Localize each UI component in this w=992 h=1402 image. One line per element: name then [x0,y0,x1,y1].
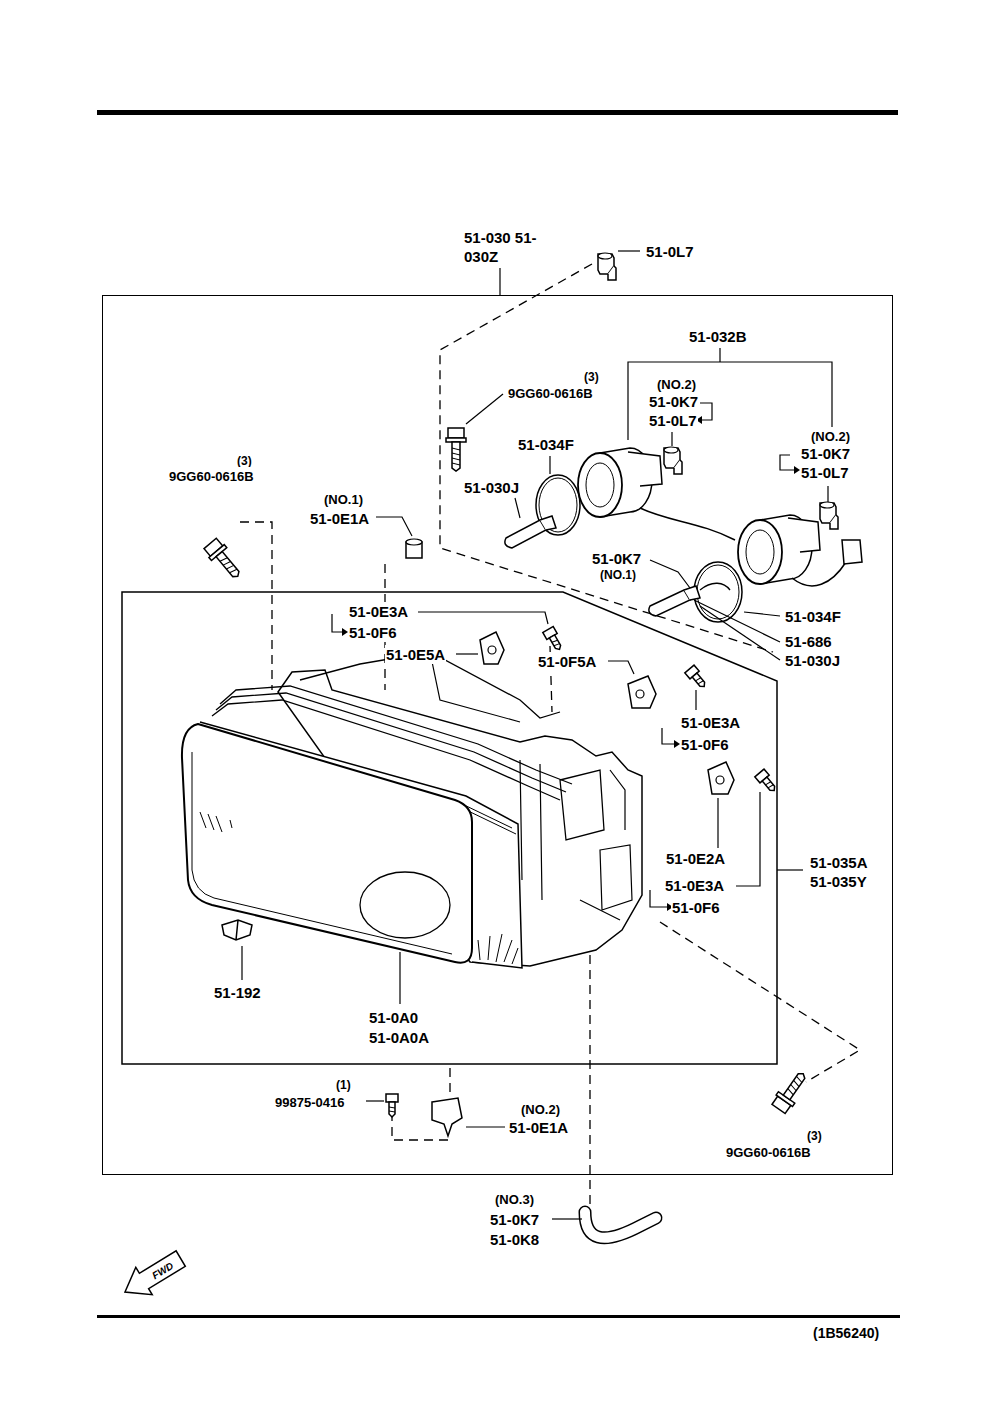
part-number: 51-0E3A [664,876,725,895]
assembly-part-number: 51-030 51-030Z [463,228,545,266]
part-number: 51-034F [517,435,575,454]
part-number: 9GG60-0616B [507,384,594,403]
part-number: 51-0E2A [665,849,726,868]
frame-outline-path [122,592,777,1064]
part-number: 51-0A0 [368,1008,419,1027]
part-number: 51-0A0A [368,1028,430,1047]
part-number: 51-0L7 [648,411,698,430]
part-number: 9GG60-0616B [725,1143,812,1162]
part-number: 51-030J [784,651,841,670]
part-number: 51-0E1A [508,1118,569,1137]
part-number: 51-0K7 [489,1210,540,1229]
callout-note: (1B56240) [812,1324,880,1343]
part-number: 51-034F [784,607,842,626]
assembly-part-number: 51-035A 51-035Y [809,853,891,891]
part-number: 51-686 [784,632,833,651]
callout-note: (NO.2) [520,1100,561,1119]
part-number: 51-0E3A [348,602,409,621]
part-number: 51-0E3A [680,713,741,732]
part-number: 51-0F5A [537,652,597,671]
part-number: 51-192 [213,983,262,1002]
part-number: 51-030J [463,478,520,497]
part-number: 51-0F6 [348,623,398,642]
part-number: 51-0F6 [671,898,721,917]
part-number: 99875-0416 [274,1093,345,1112]
callout-note: (NO.1) [599,566,637,585]
callout-note: (NO.3) [494,1190,535,1209]
part-number: 51-0E1A [309,509,370,528]
part-number: 51-0K8 [489,1230,540,1249]
part-number: 51-032B [688,327,748,346]
part-number: 51-0L7 [645,242,695,261]
part-number: FWD [149,1259,176,1282]
callout-note: (NO.1) [323,490,364,509]
part-number: 9GG60-0616B [168,467,255,486]
part-number: 51-0L7 [800,463,850,482]
part-number: 51-0K7 [800,444,851,463]
forward-arrow [125,1251,185,1295]
part-number: 51-0F6 [680,735,730,754]
part-number: 51-0K7 [648,392,699,411]
part-number: 51-0E5A [385,645,446,664]
assembly-frame: 51-035A 51-035Y51-030 51-030Z [102,295,893,1175]
